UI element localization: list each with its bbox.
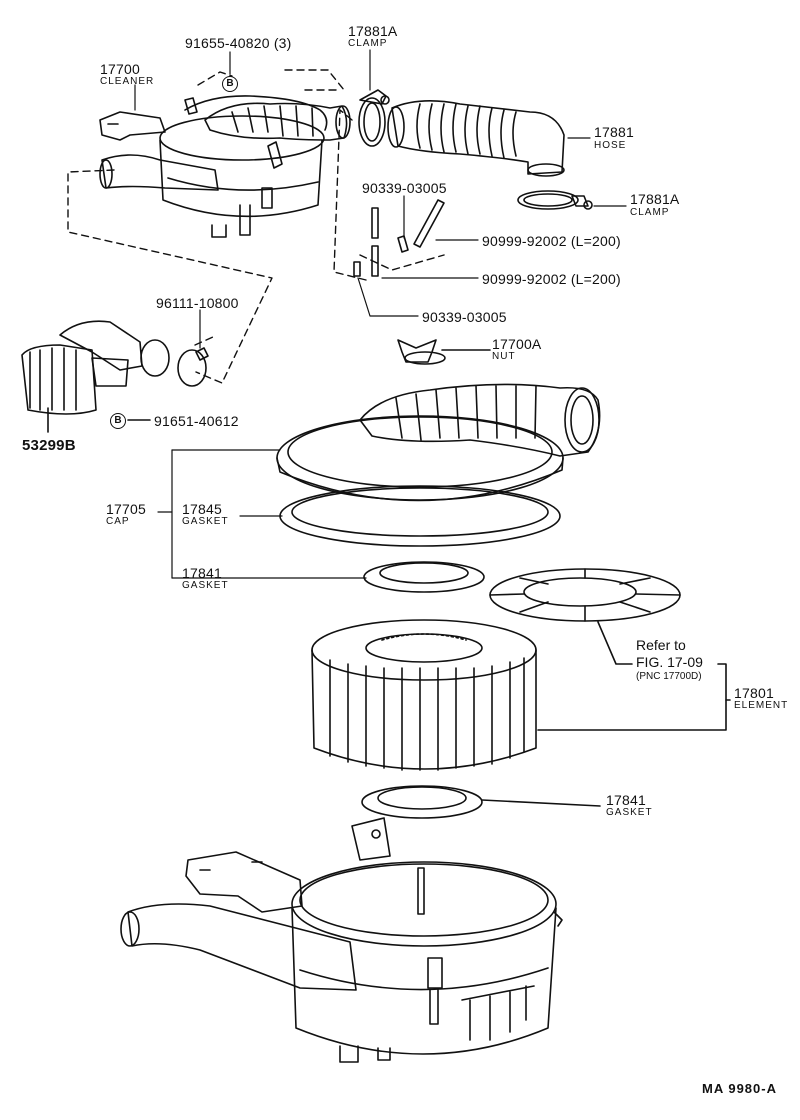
gasket-small-upper-drawing xyxy=(363,561,485,593)
part-number-90999-lower: 90999-92002 (L=200) xyxy=(482,271,621,287)
part-name-nut: NUT xyxy=(492,351,516,362)
part-number-90339-lower: 90339-03005 xyxy=(422,309,507,325)
cleaner-case-drawing xyxy=(120,817,563,1063)
part-name-hose: HOSE xyxy=(594,140,627,151)
b-marker-bottom: B xyxy=(110,413,126,429)
gasket-small-lower-drawing xyxy=(361,785,601,819)
cap-drawing xyxy=(276,383,601,502)
leader-lines-top xyxy=(134,49,627,349)
dashed-link-lines xyxy=(67,69,445,384)
part-number-90339-upper: 90339-03005 xyxy=(362,180,447,196)
part-name-gasket-17841-lower: GASKET xyxy=(606,807,653,818)
part-number-90999-upper: 90999-92002 (L=200) xyxy=(482,233,621,249)
gasket-large-drawing xyxy=(279,485,561,547)
part-name-clamp-side: CLAMP xyxy=(630,207,670,218)
hose-and-clamps-drawing xyxy=(358,89,593,210)
reference-ring-drawing xyxy=(489,568,681,665)
reference-line-3: (PNC 17700D) xyxy=(636,671,702,682)
part-number-53299b: 53299B xyxy=(22,437,76,454)
part-name-element: ELEMENT xyxy=(734,700,789,711)
part-number-17881a-side: 17881A xyxy=(630,191,680,207)
part-number-96111: 96111-10800 xyxy=(156,295,239,311)
drawing-code: MA 9980-A xyxy=(702,1081,777,1096)
part-number-17801: 17801 xyxy=(734,685,774,701)
b-marker-top: B xyxy=(222,76,238,92)
part-number-17881a-top: 17881A xyxy=(348,23,398,39)
hardware-pins-drawing xyxy=(353,199,445,277)
cleaner-assembly-drawing xyxy=(99,95,351,238)
filter-element-drawing xyxy=(311,619,731,771)
part-number-17845: 17845 xyxy=(182,501,222,517)
intake-duct-drawing xyxy=(21,320,209,433)
part-number-91651: 91651-40612 xyxy=(154,413,239,429)
part-number-17700: 17700 xyxy=(100,61,140,77)
part-name-cleaner: CLEANER xyxy=(100,76,155,87)
part-number-17841-lower: 17841 xyxy=(606,792,646,808)
part-number-17841-upper: 17841 xyxy=(182,565,222,581)
part-number-17705: 17705 xyxy=(106,501,146,517)
part-number-17700a: 17700A xyxy=(492,336,542,352)
wing-nut-drawing xyxy=(397,339,491,365)
part-name-cap: CAP xyxy=(106,516,130,527)
part-number-17881: 17881 xyxy=(594,124,634,140)
part-name-clamp-top: CLAMP xyxy=(348,38,388,49)
cap-group-bracket xyxy=(157,449,367,579)
part-name-gasket-17845: GASKET xyxy=(182,516,229,527)
part-name-gasket-17841-upper: GASKET xyxy=(182,580,229,591)
reference-line-1: Refer to xyxy=(636,637,686,653)
reference-line-2: FIG. 17-09 xyxy=(636,654,703,670)
part-number-91655: 91655-40820 (3) xyxy=(185,35,292,51)
